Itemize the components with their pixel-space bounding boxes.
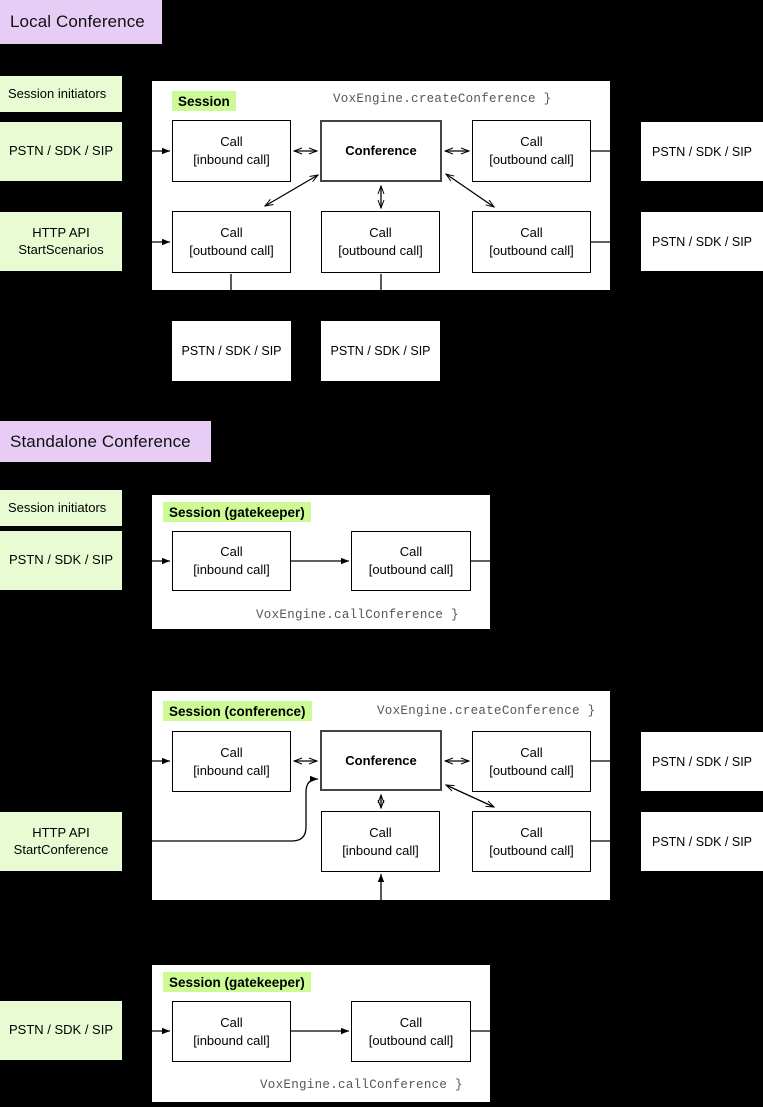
legend-label-line2: StartScenarios xyxy=(18,241,104,257)
endpoint-pstn-bottom-1: PSTN / SDK / SIP xyxy=(172,321,291,381)
code-caption-callconference-1: VoxEngine.callConference } xyxy=(256,608,459,622)
code-text: VoxEngine.createConference } xyxy=(377,704,596,718)
session-tag-text: Session (gatekeeper) xyxy=(169,974,305,990)
code-caption-createconference-2: VoxEngine.createConference } xyxy=(377,704,595,718)
node-line2: [outbound call] xyxy=(368,562,454,577)
endpoint-pstn-right-2: PSTN / SDK / SIP xyxy=(641,212,763,271)
node-line1: Call xyxy=(220,744,243,760)
legend-pstn-sdk-sip-3: PSTN / SDK / SIP xyxy=(0,1001,122,1060)
endpoint-label: PSTN / SDK / SIP xyxy=(651,754,753,769)
node-line2: [inbound call] xyxy=(342,842,419,858)
node-line1: Call xyxy=(399,1014,423,1030)
section-title-local-conference: Local Conference xyxy=(0,0,162,44)
endpoint-pstn-right-3: PSTN / SDK / SIP xyxy=(641,732,763,791)
node-line1: Call xyxy=(220,225,243,241)
node-call-inbound-gk-top: Call [inbound call] xyxy=(172,531,291,591)
node-line1: Call xyxy=(369,824,392,840)
node-call-outbound-2: Call [outbound call] xyxy=(172,211,291,273)
node-call-outbound-conf-1: Call [outbound call] xyxy=(472,731,591,792)
endpoint-label: PSTN / SDK / SIP xyxy=(181,344,282,358)
endpoint-label: PSTN / SDK / SIP xyxy=(651,234,753,249)
code-caption-createconference-1: VoxEngine.createConference } xyxy=(333,92,551,106)
endpoint-pstn-right-4: PSTN / SDK / SIP xyxy=(641,812,763,871)
legend-label: PSTN / SDK / SIP xyxy=(8,143,114,159)
legend-label: Session initiators xyxy=(8,85,107,101)
node-line1: Call xyxy=(220,544,243,560)
endpoint-label: PSTN / SDK / SIP xyxy=(330,344,431,358)
legend-session-initiators-2: Session initiators xyxy=(0,490,122,526)
node-line2: [outbound call] xyxy=(368,1032,454,1048)
legend-label-line1: HTTP API xyxy=(32,825,90,841)
node-line1: Call xyxy=(520,225,543,241)
code-text: VoxEngine.callConference } xyxy=(260,1078,463,1092)
code-caption-callconference-2: VoxEngine.callConference } xyxy=(260,1078,463,1092)
legend-label: PSTN / SDK / SIP xyxy=(8,1022,114,1038)
endpoint-label: PSTN / SDK / SIP xyxy=(651,144,753,159)
session-tag-conference: Session (conference) xyxy=(163,701,312,721)
node-line2: [inbound call] xyxy=(193,762,270,778)
legend-pstn-sdk-sip-2: PSTN / SDK / SIP xyxy=(0,531,122,590)
legend-label-line1: HTTP API xyxy=(32,225,90,241)
node-call-outbound-gk-top: Call [outbound call] xyxy=(351,531,471,591)
node-line1: Conference xyxy=(345,752,417,768)
node-line1: Conference xyxy=(345,143,417,159)
node-call-inbound-conf-2: Call [inbound call] xyxy=(321,811,440,872)
node-call-outbound-3: Call [outbound call] xyxy=(321,211,440,273)
node-call-outbound-1: Call [outbound call] xyxy=(472,120,591,182)
node-line2: [outbound call] xyxy=(489,243,574,258)
session-tag-gatekeeper-bottom: Session (gatekeeper) xyxy=(163,972,311,992)
node-line2: [outbound call] xyxy=(489,842,574,858)
node-line2: [outbound call] xyxy=(489,152,574,167)
legend-http-api-startscenarios: HTTP API StartScenarios xyxy=(0,212,122,271)
code-text: VoxEngine.callConference } xyxy=(256,608,459,622)
endpoint-pstn-bottom-2: PSTN / SDK / SIP xyxy=(321,321,440,381)
legend-http-api-startconference: HTTP API StartConference xyxy=(0,812,122,871)
node-line1: Call xyxy=(399,544,423,560)
node-line2: [outbound call] xyxy=(189,243,274,258)
session-tag-text: Session (gatekeeper) xyxy=(169,504,305,520)
session-tag-local: Session xyxy=(172,91,236,111)
node-line2: [outbound call] xyxy=(338,243,423,258)
node-call-inbound-conf-1: Call [inbound call] xyxy=(172,731,291,792)
section-title-standalone-conference: Standalone Conference xyxy=(0,421,211,462)
node-line1: Call xyxy=(520,824,543,840)
node-line1: Call xyxy=(520,134,543,150)
node-line2: [inbound call] xyxy=(193,1032,270,1048)
endpoint-label: PSTN / SDK / SIP xyxy=(651,834,753,849)
node-line2: [inbound call] xyxy=(193,562,270,577)
session-tag-text: Session (conference) xyxy=(169,703,306,719)
legend-session-initiators-1: Session initiators xyxy=(0,76,122,112)
node-line2: [outbound call] xyxy=(489,762,574,778)
node-call-outbound-gk-bottom: Call [outbound call] xyxy=(351,1001,471,1062)
node-call-outbound-4: Call [outbound call] xyxy=(472,211,591,273)
node-conference-2: Conference xyxy=(320,730,442,791)
session-tag-gatekeeper-top: Session (gatekeeper) xyxy=(163,502,311,522)
node-line1: Call xyxy=(369,225,392,241)
code-text: VoxEngine.createConference } xyxy=(333,92,552,106)
legend-label: PSTN / SDK / SIP xyxy=(8,552,114,568)
node-conference-1: Conference xyxy=(320,120,442,182)
node-line1: Call xyxy=(220,134,243,150)
section-title-text: Local Conference xyxy=(10,12,145,31)
section-title-text: Standalone Conference xyxy=(10,431,191,451)
node-call-inbound-gk-bottom: Call [inbound call] xyxy=(172,1001,291,1062)
endpoint-pstn-right-1: PSTN / SDK / SIP xyxy=(641,122,763,181)
node-line1: Call xyxy=(220,1014,243,1030)
legend-pstn-sdk-sip-1: PSTN / SDK / SIP xyxy=(0,122,122,181)
node-line1: Call xyxy=(520,744,543,760)
session-tag-text: Session xyxy=(178,93,230,109)
node-line2: [inbound call] xyxy=(193,152,270,167)
node-call-inbound-1: Call [inbound call] xyxy=(172,120,291,182)
legend-label-line2: StartConference xyxy=(13,841,109,857)
node-call-outbound-conf-2: Call [outbound call] xyxy=(472,811,591,872)
legend-label: Session initiators xyxy=(8,499,107,515)
